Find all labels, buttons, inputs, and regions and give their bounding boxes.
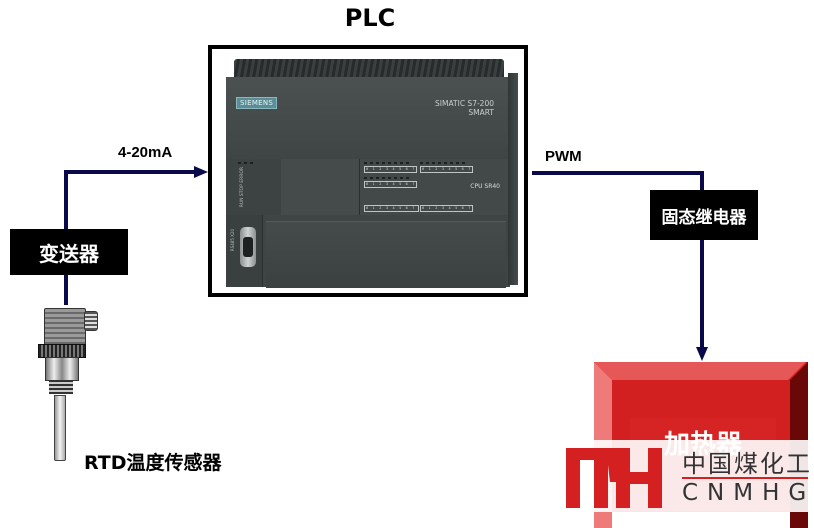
io-strip: 0 1 2 3 4 5 6 7 DQb bbox=[420, 205, 473, 212]
plc-device-image: SIEMENS SIMATIC S7-200 SMART RUN STOP ER… bbox=[226, 59, 518, 288]
port-panel: RS485 X20 bbox=[226, 215, 263, 287]
status-leds bbox=[238, 162, 256, 164]
port-label: RS485 X20 bbox=[230, 229, 235, 252]
cnmhg-logo-icon bbox=[566, 448, 662, 508]
watermark-cn: 中国煤化工 bbox=[682, 450, 812, 478]
led-row bbox=[364, 162, 412, 164]
sensor-probe bbox=[54, 395, 66, 461]
transmitter-box: 变送器 bbox=[10, 229, 128, 275]
io-strip: 0 1 2 3 4 5 6 7 DQa bbox=[364, 205, 419, 212]
plc-title: PLC bbox=[344, 4, 396, 32]
input-signal-label: 4-20mA bbox=[118, 144, 173, 161]
db9-connector-icon bbox=[240, 227, 256, 267]
output-wire-horizontal bbox=[532, 171, 704, 175]
output-signal-label: PWM bbox=[545, 148, 582, 165]
cpu-label: CPU SR40 bbox=[470, 183, 500, 190]
plc-model-line2: SMART bbox=[468, 108, 494, 117]
plc-io-section: RUN STOP ERROR 0 1 2 3 4 5 6 7 DI0 0 1 2… bbox=[226, 159, 510, 215]
watermark-en: CNMHG bbox=[682, 480, 814, 506]
sensor-nut bbox=[38, 344, 86, 358]
terminal-cover bbox=[266, 221, 506, 288]
io-strip: 0 1 2 3 4 5 6 7 DI2 bbox=[364, 181, 417, 188]
sensor-thread bbox=[49, 380, 73, 394]
io-panel: 0 1 2 3 4 5 6 7 DI0 0 1 2 3 4 5 6 7 DI1 … bbox=[360, 159, 510, 215]
transmitter-label: 变送器 bbox=[39, 241, 99, 266]
ssr-label: 固态继电器 bbox=[661, 207, 747, 228]
sensor-knob bbox=[84, 311, 98, 331]
output-wire-vertical bbox=[700, 171, 704, 349]
status-panel: RUN STOP ERROR bbox=[226, 159, 282, 215]
rtd-sensor-icon bbox=[36, 303, 106, 463]
plc-front-panel: SIEMENS SIMATIC S7-200 SMART bbox=[226, 77, 510, 160]
plc-side bbox=[508, 73, 518, 285]
watermark: 中国煤化工 CNMHG bbox=[562, 440, 814, 512]
heater-bevel-top bbox=[594, 362, 806, 380]
arrow-right-icon bbox=[194, 166, 208, 178]
arrow-down-icon bbox=[696, 347, 708, 361]
sensor-hex bbox=[45, 357, 79, 381]
plc-model: SIMATIC S7-200 SMART bbox=[435, 99, 494, 117]
plc-vent bbox=[234, 59, 504, 81]
sensor-head bbox=[44, 308, 86, 346]
sensor-caption: RTD温度传感器 bbox=[84, 452, 222, 474]
io-strip: 0 1 2 3 4 5 6 7 DI1 bbox=[420, 166, 473, 173]
plc-model-line1: SIMATIC S7-200 bbox=[435, 99, 494, 108]
led-row bbox=[364, 177, 412, 179]
cover-panel bbox=[281, 159, 360, 215]
ssr-box: 固态继电器 bbox=[650, 190, 758, 240]
status-text: RUN STOP ERROR bbox=[240, 167, 245, 208]
siemens-logo: SIEMENS bbox=[236, 97, 278, 109]
input-wire-horizontal bbox=[64, 170, 196, 174]
plc-lower-section: RS485 X20 bbox=[226, 215, 510, 288]
watermark-divider bbox=[682, 477, 808, 479]
io-strip: 0 1 2 3 4 5 6 7 DI0 bbox=[364, 166, 417, 173]
led-row bbox=[420, 162, 468, 164]
db9-pins bbox=[243, 237, 253, 257]
plc-frame: SIEMENS SIMATIC S7-200 SMART RUN STOP ER… bbox=[208, 45, 528, 297]
